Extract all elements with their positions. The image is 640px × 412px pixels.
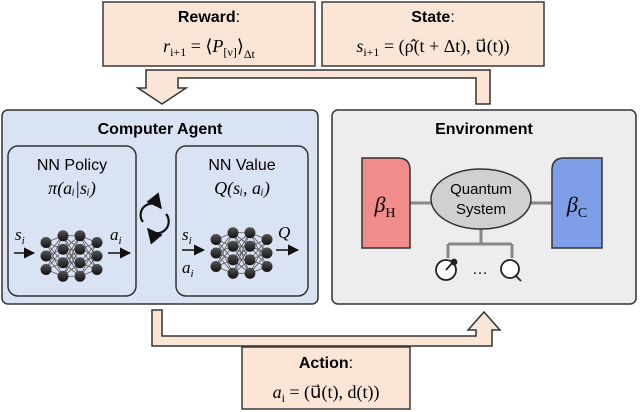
network-node <box>210 234 222 245</box>
svg-text:Reward:: Reward: <box>178 9 240 26</box>
network-node <box>244 227 256 239</box>
action-arrow <box>151 309 502 347</box>
network-node <box>74 257 86 269</box>
hot-bath: βH <box>361 157 411 249</box>
network-node <box>210 261 222 272</box>
network-node <box>227 240 239 252</box>
network-node <box>74 243 86 255</box>
nn-policy-box: NN Policy π(aᵢ|sᵢ) si ai <box>7 145 137 297</box>
network-node <box>244 267 256 279</box>
policy-output-label: ai <box>110 225 122 247</box>
control-knob-icon <box>435 258 458 281</box>
environment-title: Environment <box>435 121 533 138</box>
network-node <box>57 270 69 282</box>
value-formula: Q(sᵢ, aᵢ) <box>214 178 270 199</box>
network-node <box>210 247 222 259</box>
agent-title: Computer Agent <box>98 121 223 138</box>
cold-bath: βC <box>551 157 603 249</box>
network-node <box>40 250 52 262</box>
value-input1-label: si <box>182 225 192 247</box>
svg-text:βC: βC <box>566 192 587 221</box>
policy-title: NN Policy <box>37 157 107 174</box>
reward-formula: ri+1 = ⟨P[ν]⟩Δt <box>163 36 255 61</box>
computer-agent-panel: Computer Agent NN Policy π(aᵢ|sᵢ) si ai … <box>1 109 319 305</box>
svg-text:βH: βH <box>373 192 395 221</box>
value-input2-label: ai <box>182 258 194 280</box>
magnifier-icon <box>500 259 522 282</box>
svg-text:State:: State: <box>411 9 455 26</box>
network-node <box>57 243 69 255</box>
network-node <box>227 227 239 239</box>
network-node <box>244 240 256 252</box>
network-node <box>40 237 52 248</box>
network-node <box>74 230 86 242</box>
policy-input-label: si <box>15 225 25 247</box>
value-title: NN Value <box>208 157 275 174</box>
feedback-arrow <box>135 69 491 105</box>
network-node <box>57 230 69 242</box>
reward-label: Reward <box>178 9 236 26</box>
cycle-arrows-icon <box>139 192 170 245</box>
policy-network-icon <box>40 230 103 282</box>
network-node <box>227 267 239 279</box>
ellipsis: … <box>472 261 488 278</box>
svg-text:Quantum: Quantum <box>450 181 512 198</box>
svg-text:System: System <box>456 201 506 218</box>
value-network-icon <box>210 227 273 279</box>
state-formula: si+1 = (ρ̂(t + Δt), u⃗(t)) <box>356 36 509 59</box>
network-node <box>91 250 103 262</box>
action-formula: ai = (u⃗(t), d(t)) <box>273 382 380 405</box>
network-node <box>227 254 239 266</box>
value-output-label: Q <box>278 223 290 242</box>
action-box: Action: ai = (u⃗(t), d(t)) <box>241 346 411 410</box>
reward-box: Reward: ri+1 = ⟨P[ν]⟩Δt <box>102 1 316 67</box>
network-node <box>91 264 103 275</box>
network-node <box>261 247 273 259</box>
network-node <box>261 261 273 272</box>
policy-formula: π(aᵢ|sᵢ) <box>48 178 96 199</box>
environment-panel: Environment βH βC Quantum System <box>331 109 637 305</box>
state-label: State <box>411 9 450 26</box>
network-node <box>74 270 86 282</box>
network-node <box>244 254 256 266</box>
action-label: Action <box>299 355 349 372</box>
network-node <box>57 257 69 269</box>
quantum-system: Quantum System <box>430 168 532 230</box>
network-node <box>261 234 273 245</box>
state-box: State: si+1 = (ρ̂(t + Δt), u⃗(t)) <box>321 1 545 67</box>
nn-value-box: NN Value Q(sᵢ, aᵢ) si ai Q <box>175 145 309 297</box>
svg-text:Action:: Action: <box>299 355 353 372</box>
network-node <box>40 264 52 275</box>
network-node <box>91 237 103 248</box>
